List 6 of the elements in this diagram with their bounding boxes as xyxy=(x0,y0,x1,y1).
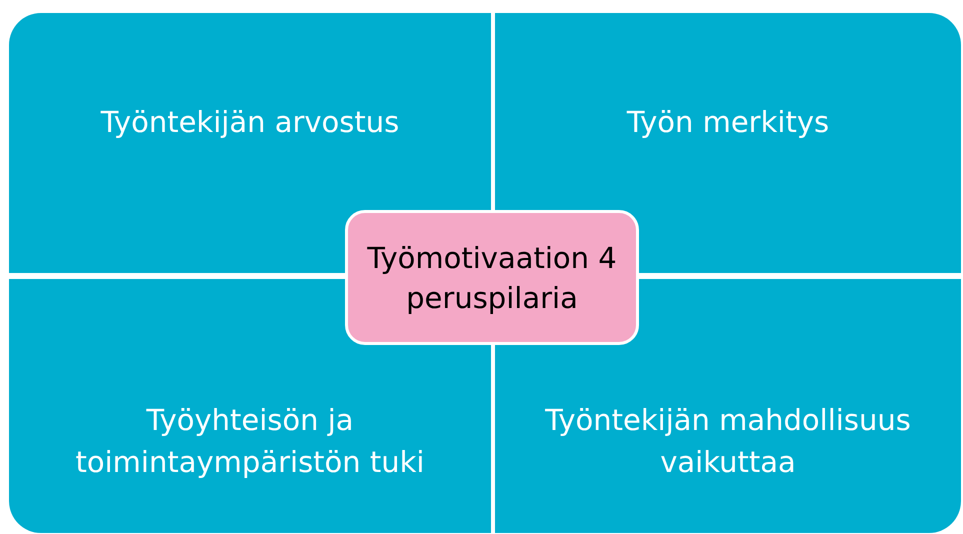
panel-label: Työntekijän arvostus xyxy=(100,104,400,141)
center-box xyxy=(345,210,639,345)
panel-label: Työyhteisön ja toimintaympäristön tuki xyxy=(74,402,426,481)
panel-label: Työn merkitys xyxy=(626,104,830,141)
panel-label: Työntekijän mahdollisuus vaikuttaa xyxy=(544,402,912,481)
center-label: Työmotivaation 4 peruspilaria xyxy=(366,240,618,316)
